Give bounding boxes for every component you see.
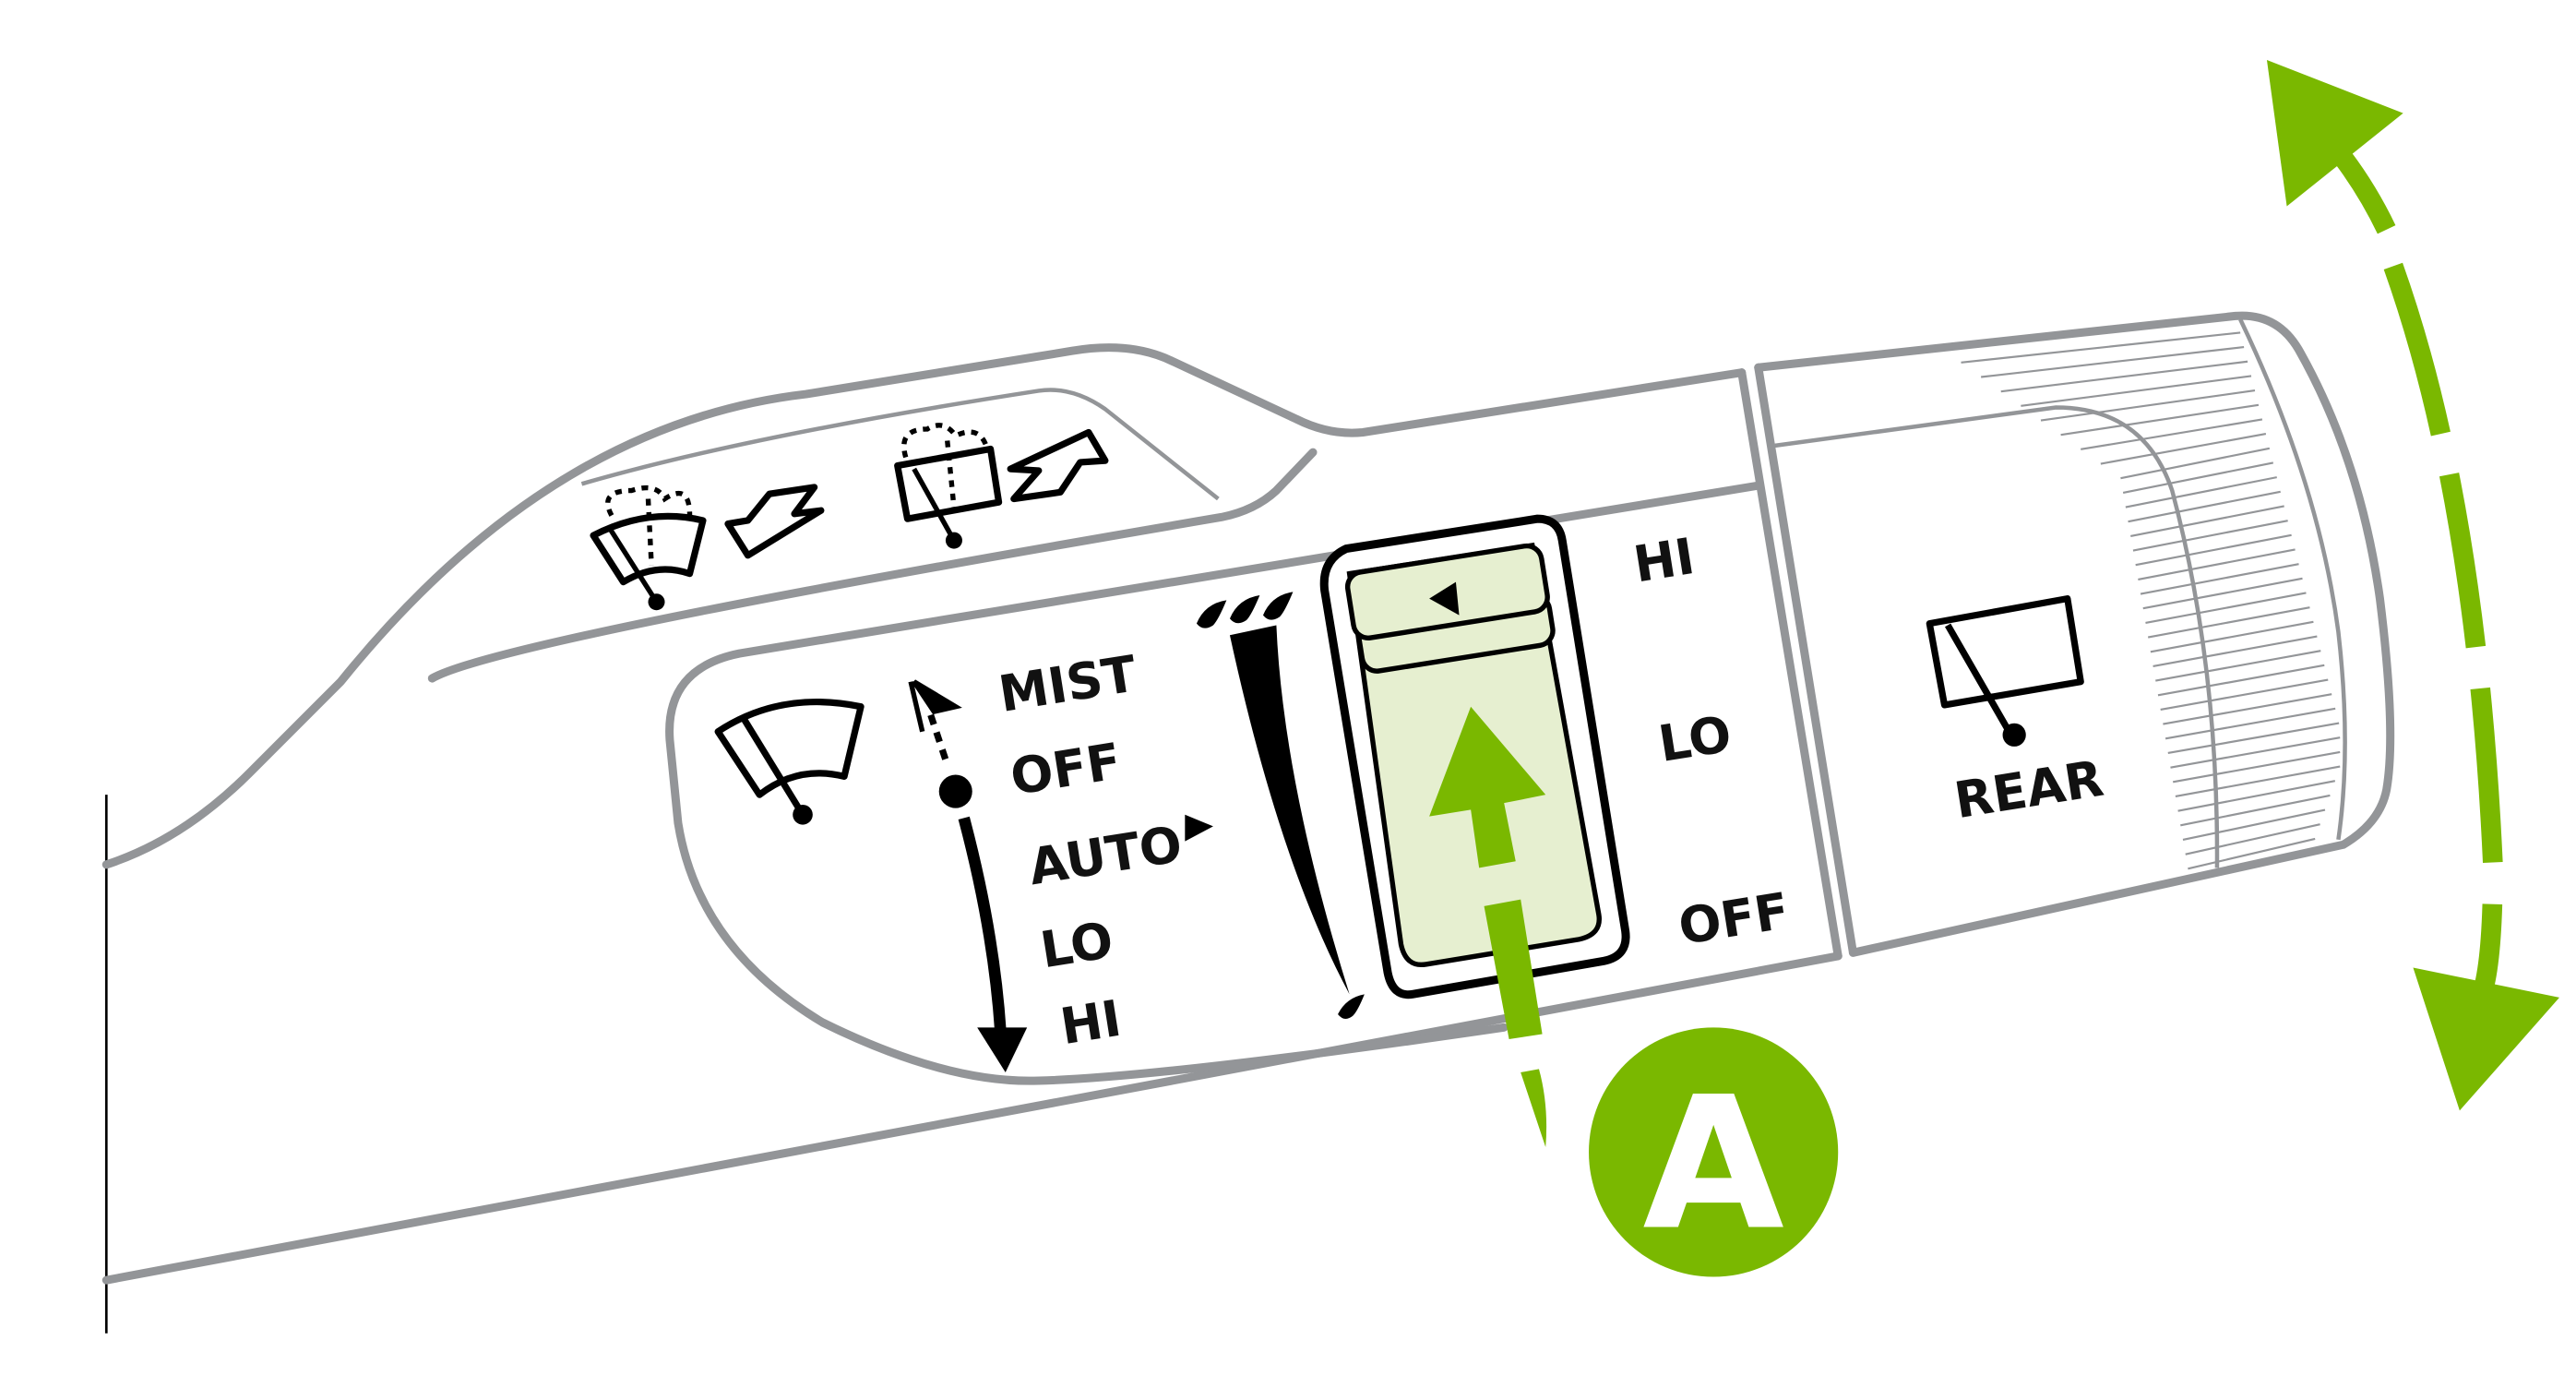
label-off: OFF (1007, 732, 1125, 807)
label-int-lo: LO (1654, 704, 1735, 772)
label-auto: AUTO (1025, 815, 1187, 896)
grip-rib (2170, 736, 2341, 769)
label-lo: LO (1036, 911, 1116, 979)
rear-rotate-arrow-icon (2266, 60, 2559, 1111)
grip-rib (2177, 780, 2336, 812)
grip-rib (2122, 461, 2274, 494)
grip-rib (2125, 476, 2277, 509)
grip-rib (2138, 548, 2296, 580)
label-mist: MIST (995, 644, 1140, 724)
knob-pointer-icon (1429, 581, 1460, 616)
grip-rib (2147, 606, 2310, 639)
label-int-hi: HI (1629, 527, 1698, 593)
lever-body (101, 311, 2395, 1334)
grip-rib (1961, 331, 2241, 364)
grip-rib (2153, 635, 2318, 667)
label-hi: HI (1056, 989, 1125, 1056)
grip-rib (2060, 403, 2260, 437)
callout-label: A (1642, 1058, 1783, 1271)
grip-rib (2120, 447, 2271, 480)
grip-rib (2157, 664, 2325, 697)
grip-rib (2128, 490, 2281, 523)
label-rear: REAR (1950, 749, 2107, 831)
grip-rib (2130, 505, 2284, 537)
rear-washer-icon (894, 423, 1003, 549)
grip-rib (2021, 375, 2252, 407)
grip-rib (2160, 678, 2329, 712)
grip-rib (2185, 823, 2320, 856)
grip-rib (2150, 620, 2314, 653)
grip-rib (2100, 433, 2267, 465)
grip-rib (2165, 707, 2336, 740)
front-wash-arrow-icon (724, 484, 825, 559)
grip-rib (2167, 722, 2340, 755)
grip-rib (2000, 360, 2248, 393)
grip-rib (2135, 533, 2292, 567)
intermittent-scale-icon (1196, 592, 1365, 1019)
grip-rib (2163, 693, 2332, 725)
rear-wash-arrow-icon (1007, 428, 1109, 503)
label-int-off: OFF (1675, 881, 1793, 956)
grip-rib (2175, 765, 2341, 798)
callout-a: A (1589, 1027, 1839, 1277)
grip-rib (2132, 520, 2288, 552)
grip-rib (2188, 837, 2316, 870)
grip-rib (2040, 389, 2256, 422)
grip-rib (1981, 346, 2245, 378)
grip-rib (2142, 577, 2303, 610)
mist-arrow-icon (908, 679, 972, 808)
knob-rotate-arrow-icon (1429, 706, 1547, 1148)
grip-rib (2081, 418, 2263, 450)
grip-rib (2140, 563, 2299, 595)
rear-wiper-icon (1926, 595, 2084, 747)
front-washer-icon (590, 485, 707, 611)
rear-grip-ribs (1961, 331, 2341, 870)
auto-pointer-icon (1185, 814, 1213, 842)
grip-rib (2155, 650, 2321, 682)
speed-arrow-icon (958, 816, 1028, 1072)
grip-rib (2180, 794, 2331, 827)
grip-rib (2172, 750, 2341, 784)
grip-rib (2145, 592, 2307, 624)
front-wiper-icon (714, 698, 865, 825)
grip-rib (2182, 808, 2326, 842)
